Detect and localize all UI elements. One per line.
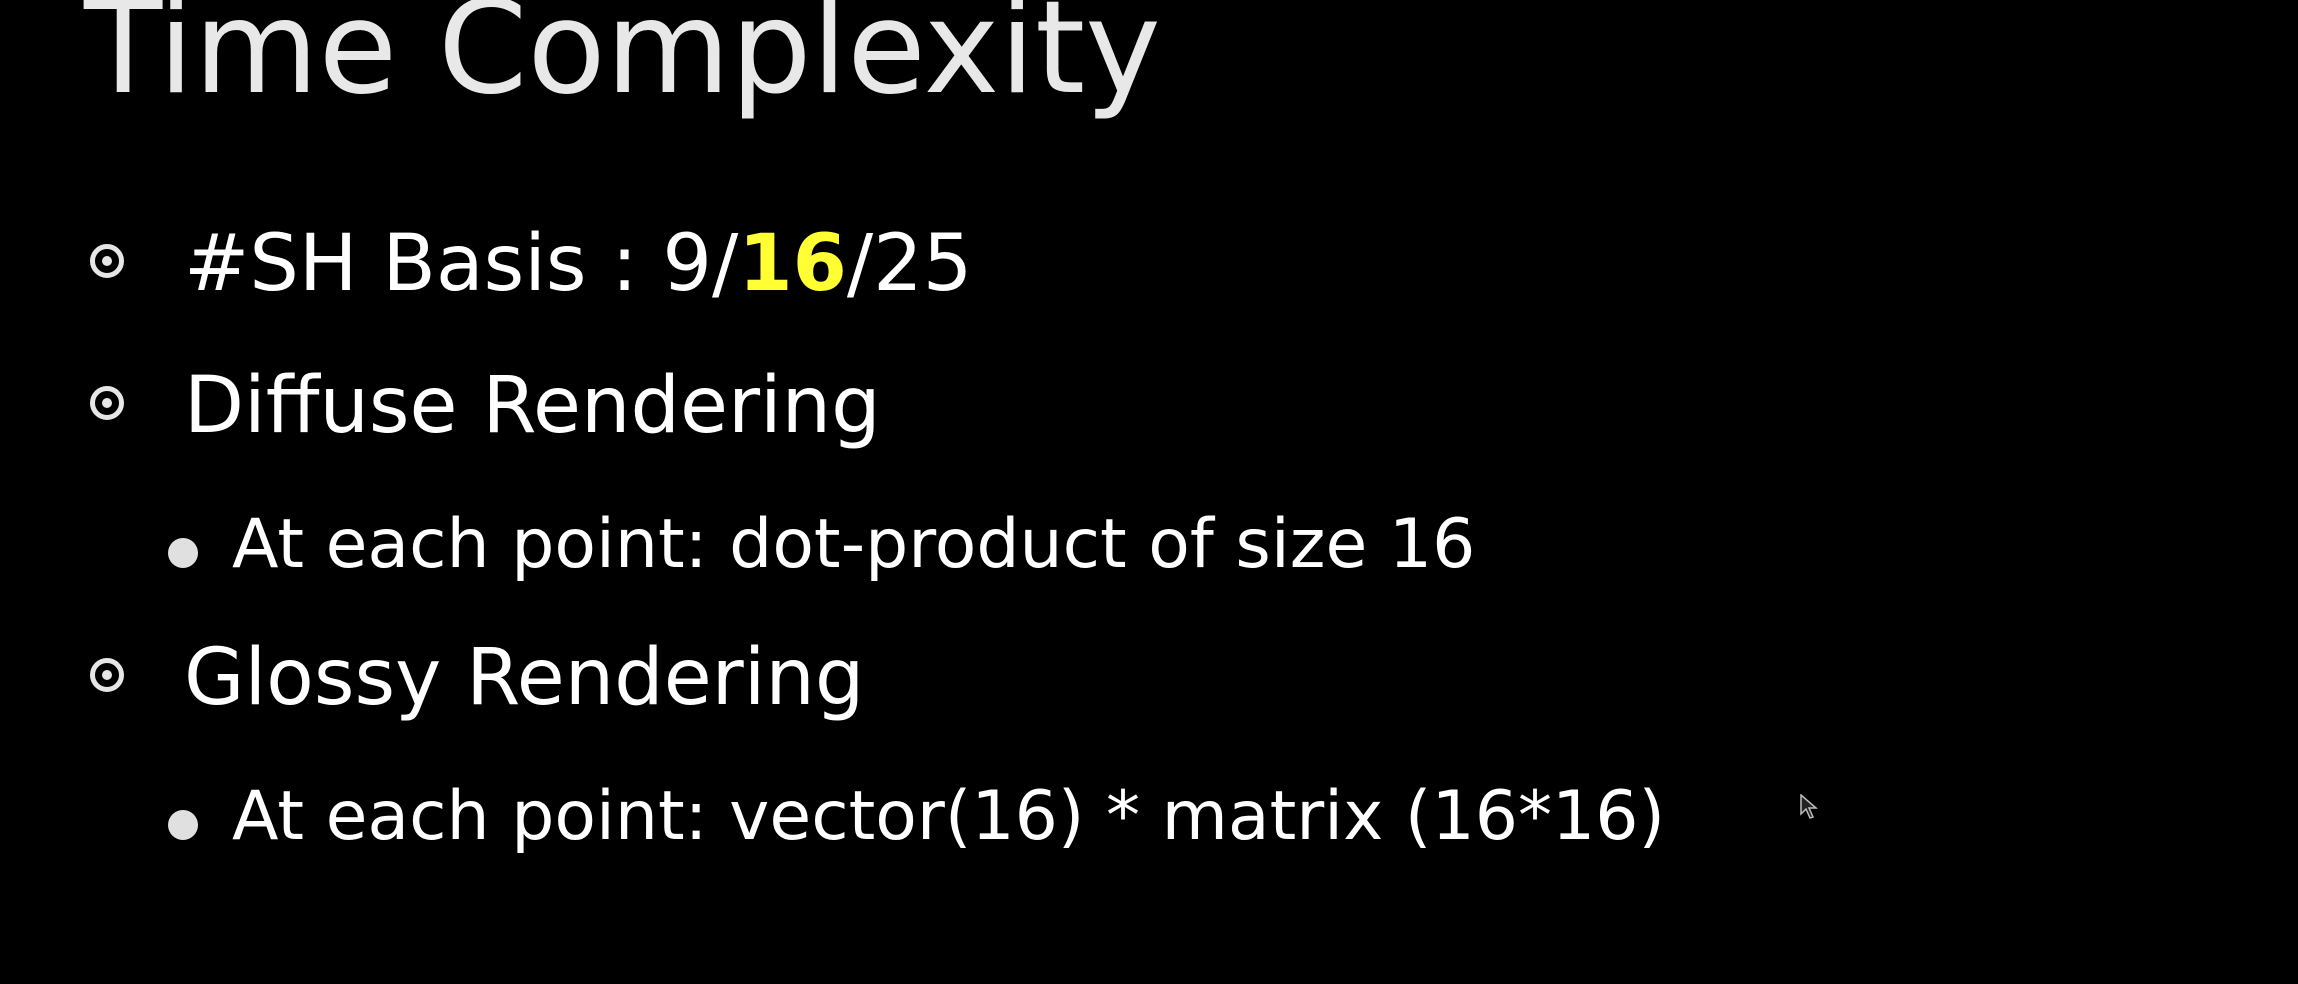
- sub-bullet-glossy-text: At each point: vector(16) * matrix (16*1…: [232, 777, 1666, 856]
- sh-basis-highlight: 16: [738, 219, 847, 309]
- filled-circle-icon: [168, 810, 198, 840]
- slide-title: Time Complexity: [84, 0, 1161, 123]
- filled-circle-icon: [168, 538, 198, 568]
- bullet-diffuse-label: Diffuse Rendering: [184, 361, 881, 451]
- bullet-sh-basis-text: #SH Basis : 9/16/25: [184, 214, 972, 314]
- sh-basis-suffix: /25: [846, 219, 973, 309]
- bullet-glossy-label: Glossy Rendering: [184, 633, 865, 723]
- sub-bullet-diffuse-text: At each point: dot-product of size 16: [232, 505, 1476, 584]
- circled-dot-icon: [90, 244, 124, 278]
- circled-dot-icon: [90, 386, 124, 420]
- sh-basis-prefix: #SH Basis : 9/: [184, 219, 739, 309]
- circled-dot-icon: [90, 658, 124, 692]
